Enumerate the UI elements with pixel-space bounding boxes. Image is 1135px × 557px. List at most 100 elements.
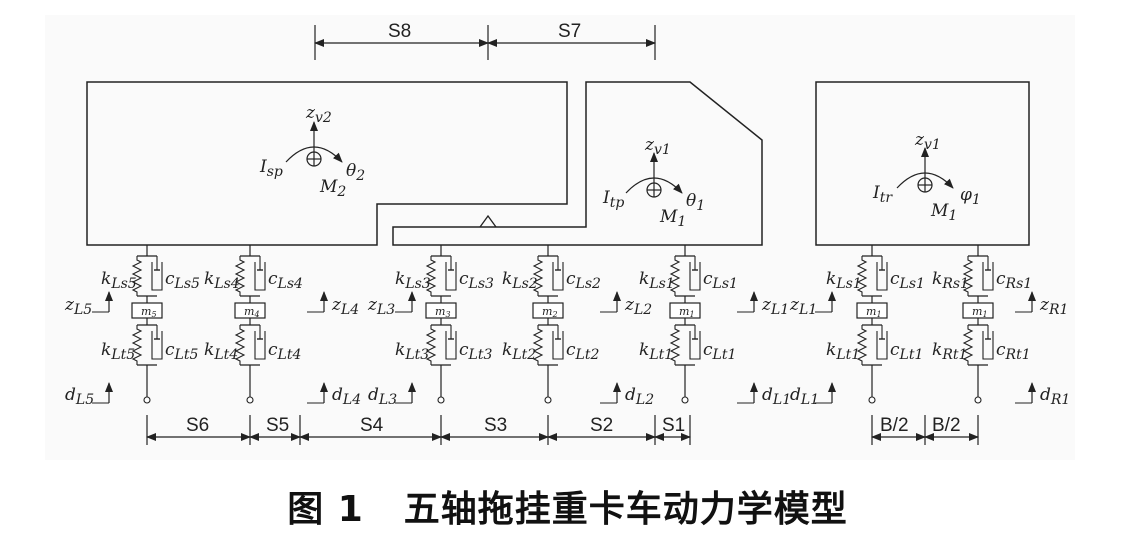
dim-label-s8: S8 (388, 21, 411, 42)
rear-label-z-1: zL1 (789, 295, 817, 318)
side-axle-label-ks-1: kLs5 (101, 269, 137, 292)
dim-label-s2: S2 (590, 415, 613, 436)
bottom-dimension (146, 415, 691, 445)
side-label-d-1: dL5 (65, 385, 94, 408)
side-axle-label-ks-4: kLs2 (502, 269, 538, 292)
label-rear-z-v1: zv1 (914, 130, 941, 153)
side-axle-road-contact-1 (143, 396, 151, 404)
side-axle-mass-label-4: m2 (542, 305, 558, 319)
side-axle-mass-label-5: m1 (679, 305, 695, 319)
side-axle-label-cs-5: cLs1 (703, 269, 738, 292)
side-axle-label-cs-4: cLs2 (566, 269, 601, 292)
label-i-sp: Isp (259, 157, 283, 180)
rear-axle-label-ks-2: kRs1 (932, 269, 969, 292)
label-m2: M2 (319, 177, 346, 200)
side-label-d-5: dL1 (762, 385, 791, 408)
rear-axle-label-ks-1: kLs1 (826, 269, 862, 292)
side-axle-road-contact-5 (681, 396, 689, 404)
side-axle-label-cs-1: cLs5 (165, 269, 200, 292)
side-axle-label-ks-3: kLs3 (395, 269, 431, 292)
side-d-input-5: dL1 (737, 382, 791, 408)
side-axle-label-ct-3: cLt3 (459, 340, 492, 363)
label-theta1: θ1 (686, 191, 705, 214)
side-d-input-4: dL2 (600, 382, 654, 408)
label-i-tp: Itp (602, 188, 624, 211)
rear-d-input-1: dL1 (790, 382, 836, 408)
rear-axle-label-cs-2: cRs1 (996, 269, 1032, 292)
rear-axle-road-contact-1 (868, 396, 876, 404)
rear-axle-road-contact-2 (974, 396, 982, 404)
dim-label-s5: S5 (266, 415, 289, 436)
rear-axle-label-ct-1: cLt1 (890, 340, 923, 363)
side-axle-suspension-3: m3 kLs3 cLs3 kLt3 cLt3 (395, 245, 494, 404)
tractor-body (392, 81, 763, 246)
side-label-d-3: dL3 (368, 385, 397, 408)
right-dimension (871, 415, 979, 445)
side-axle-road-contact-2 (246, 396, 254, 404)
tractor-rear-cg (896, 147, 954, 193)
dim-label-s1: S1 (662, 415, 685, 436)
side-axle-label-kt-1: kLt5 (101, 340, 135, 363)
side-axle-label-ks-5: kLs1 (639, 269, 675, 292)
label-phi1: φ1 (960, 185, 981, 208)
side-axle-label-ct-4: cLt2 (566, 340, 599, 363)
side-z-input-4: zL2 (600, 291, 652, 318)
dim-label-s4: S4 (360, 415, 384, 436)
side-label-z-1: zL5 (64, 295, 92, 318)
side-axle-label-cs-2: cLs4 (268, 269, 303, 292)
side-axle-label-kt-3: kLt3 (395, 340, 429, 363)
label-z-v1: zv1 (644, 135, 671, 158)
rear-label-z-2: zR1 (1039, 295, 1068, 318)
label-rear-m1: M1 (930, 201, 957, 224)
diagram-background (45, 15, 1075, 460)
side-z-input-3: zL3 (367, 291, 416, 318)
side-axle-road-contact-3 (437, 396, 445, 404)
side-label-z-5: zL1 (761, 295, 789, 318)
side-label-d-4: dL2 (625, 385, 654, 408)
side-axle-label-ct-5: cLt1 (703, 340, 736, 363)
rear-axle-label-cs-1: cLs1 (890, 269, 925, 292)
rear-d-input-2: dR1 (1015, 382, 1070, 408)
side-axle-mass-label-2: m4 (244, 305, 260, 319)
side-label-z-2: zL4 (331, 295, 359, 318)
rear-axle-label-kt-2: kRt1 (932, 340, 967, 363)
dim-label-s6: S6 (186, 415, 209, 436)
semitrailer-cg (285, 121, 343, 167)
fifth-wheel-joint (479, 214, 497, 228)
side-axle-label-ks-2: kLs4 (204, 269, 240, 292)
dim-label-s7: S7 (558, 21, 581, 42)
dim-label-b-half-left: B/2 (880, 415, 909, 436)
side-axle-label-cs-3: cLs3 (459, 269, 494, 292)
vehicle-dynamics-diagram: S8 S7 zv2 Isp M2 θ2 zv1 Itp M1 θ1 zv1 It… (45, 15, 1075, 460)
tractor-rear-body (815, 81, 1030, 246)
rear-axle-label-kt-1: kLt1 (826, 340, 860, 363)
rear-axle-mass-label-2: m1 (972, 305, 988, 319)
top-dimension (314, 25, 656, 60)
rear-label-d-1: dL1 (790, 385, 819, 408)
dim-label-b-half-right: B/2 (932, 415, 961, 436)
side-axle-label-ct-2: cLt4 (268, 340, 301, 363)
side-z-input-1: zL5 (64, 291, 113, 318)
side-axle-label-ct-1: cLt5 (165, 340, 198, 363)
side-axle-mass-label-3: m3 (435, 305, 451, 319)
side-d-input-2: dL4 (307, 382, 361, 408)
rear-z-input-2: zR1 (1015, 291, 1068, 318)
side-z-input-5: zL1 (737, 291, 789, 318)
rear-axle-mass-label-1: m1 (866, 305, 882, 319)
label-m1: M1 (659, 207, 686, 230)
side-label-z-4: zL2 (624, 295, 652, 318)
side-d-input-1: dL5 (65, 382, 113, 408)
figure-number: 图 1 (287, 489, 364, 530)
semitrailer-body (86, 81, 568, 246)
dim-label-s3: S3 (484, 415, 507, 436)
label-i-tr: Itr (872, 183, 893, 206)
label-theta2: θ2 (346, 161, 365, 184)
label-z-v2: zv2 (305, 103, 332, 126)
